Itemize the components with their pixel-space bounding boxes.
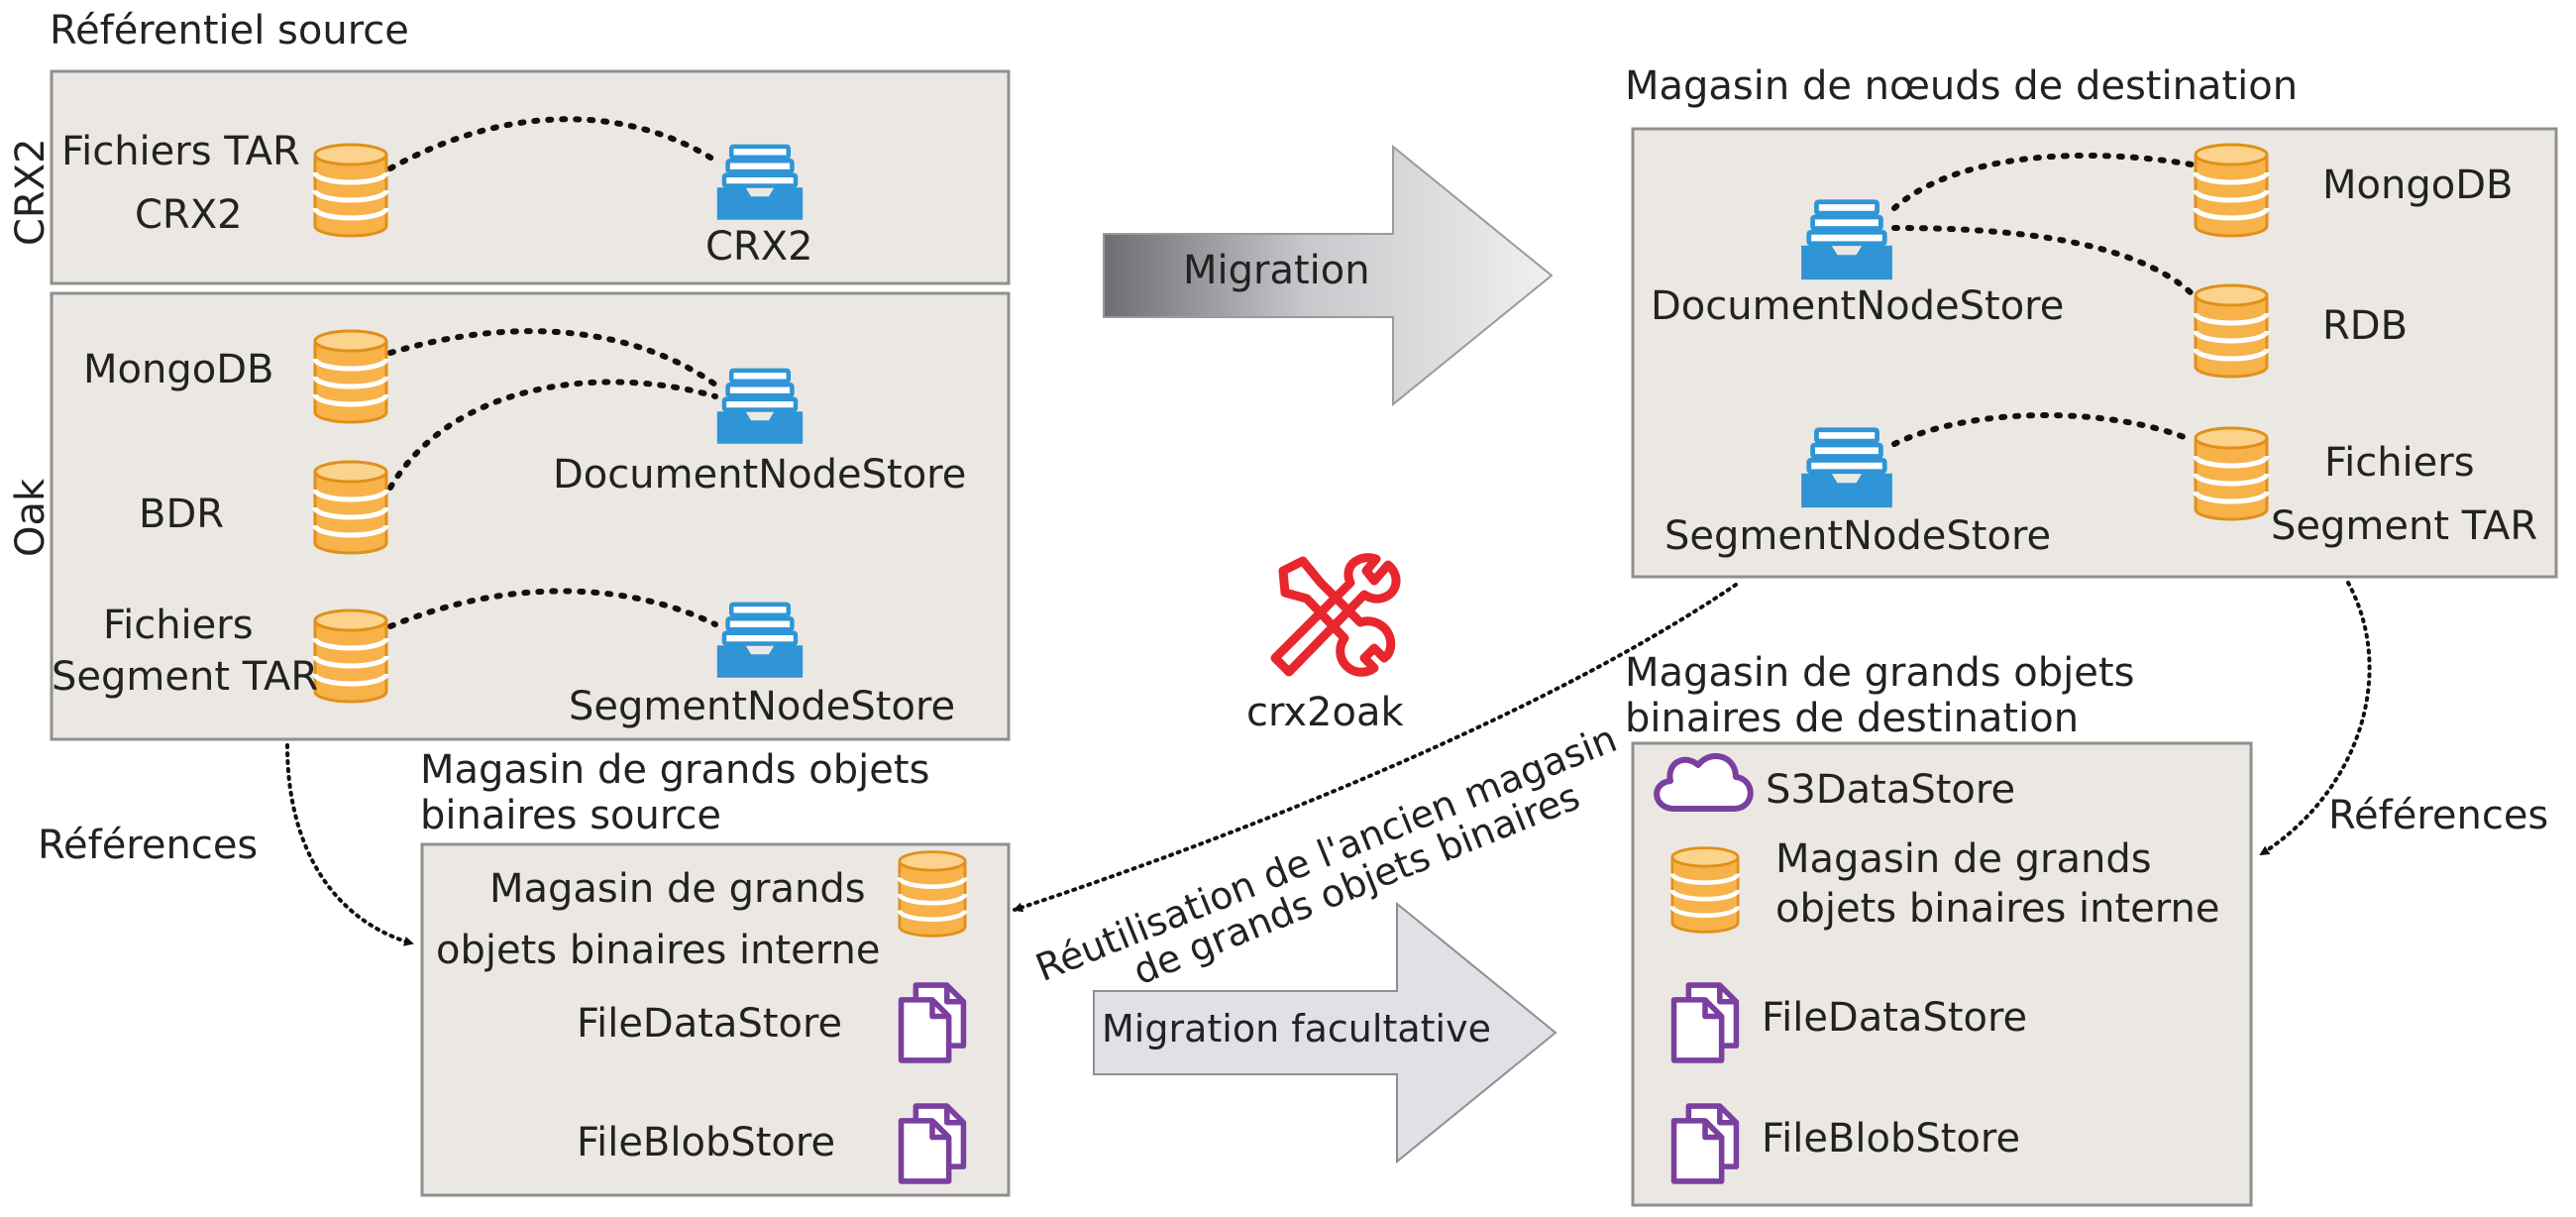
database-icon [900,852,965,937]
panel-oak [50,291,1011,741]
dest-internal-blob-label-line2: objets binaires interne [1775,886,2220,932]
wrench-screwdriver-icon [1270,553,1401,677]
destination-blob-title-line2: binaires de destination [1625,696,2080,741]
dest-file-blob-store-label: FileBlobStore [1762,1116,2021,1162]
optional-migration-arrow [1093,901,1557,1164]
dest-segment-node-store-label: SegmentNodeStore [1664,513,2052,559]
link-dest-document-rdb [1891,225,2195,296]
destination-blob-title: Magasin de grands objets [1625,650,2135,696]
reuse-blob-arrow [1013,583,1738,913]
crx2-store-label: CRX2 [705,224,813,270]
optional-migration-label: Migration facultative [1102,1007,1491,1051]
destination-nodes-title: Magasin de nœuds de destination [1625,63,2299,109]
database-icon [2196,145,2267,236]
references-right-label: Références [2328,793,2549,838]
references-right-arrow [2259,581,2372,856]
link-mongodb-document [387,328,718,387]
source-internal-blob-label-line2: objets binaires interne [436,928,881,973]
panel-crx2 [50,69,1011,285]
migration-label: Migration [1183,248,1370,293]
oak-side-label: Oak [8,478,54,557]
link-dest-document-mongo [1891,153,2195,211]
database-icon [315,145,386,236]
database-icon [315,462,386,553]
references-left-label: Références [38,823,259,868]
database-icon [315,610,386,702]
dest-mongodb-label: MongoDB [2322,163,2514,208]
mongodb-label: MongoDB [83,347,274,392]
crx2-side-label: CRX2 [8,138,54,246]
database-icon [2196,428,2267,519]
document-node-store-label: DocumentNodeStore [553,452,967,498]
link-segment-files [387,588,718,629]
dest-document-node-store-label: DocumentNodeStore [1651,283,2065,329]
link-bdr-document [387,379,718,491]
source-blob-title-line2: binaires source [420,793,722,838]
segment-files-label-line2: Segment TAR [52,654,319,700]
migration-arrow [1103,144,1554,407]
source-file-data-store-label: FileDataStore [577,1001,843,1047]
node-store-icon [1801,202,1892,279]
cloud-icon [1654,753,1754,812]
dest-segment-files-label-line2: Segment TAR [2271,503,2538,549]
references-left-arrow [285,743,414,946]
dest-internal-blob-label: Magasin de grands [1775,836,2152,882]
node-store-icon [1801,430,1892,507]
database-icon [2196,285,2267,377]
node-store-icon [717,605,803,678]
database-icon [1672,848,1738,933]
crx2oak-label: crx2oak [1246,690,1404,735]
source-internal-blob-label: Magasin de grands [489,866,866,912]
source-file-blob-store-label: FileBlobStore [577,1120,836,1165]
segment-node-store-label: SegmentNodeStore [569,684,956,729]
link-crx2-tar [387,116,718,171]
segment-files-label: Fichiers [103,603,254,648]
link-dest-segment-files [1891,412,2195,447]
crx2-tar-files-label: Fichiers TAR [61,129,300,174]
bdr-label: BDR [139,492,225,537]
source-repository-title: Référentiel source [50,8,409,54]
dest-rdb-label: RDB [2322,303,2409,349]
panel-destination-nodes [1631,127,2558,579]
node-store-icon [717,371,803,444]
dest-file-data-store-label: FileDataStore [1762,995,2028,1041]
dest-segment-files-label: Fichiers [2324,440,2475,486]
database-icon [315,331,386,422]
node-store-icon [717,147,803,220]
crx2-tar-files-label-line2: CRX2 [135,192,243,238]
s3-data-store-label: S3DataStore [1766,767,2016,813]
source-blob-title: Magasin de grands objets [420,747,930,793]
